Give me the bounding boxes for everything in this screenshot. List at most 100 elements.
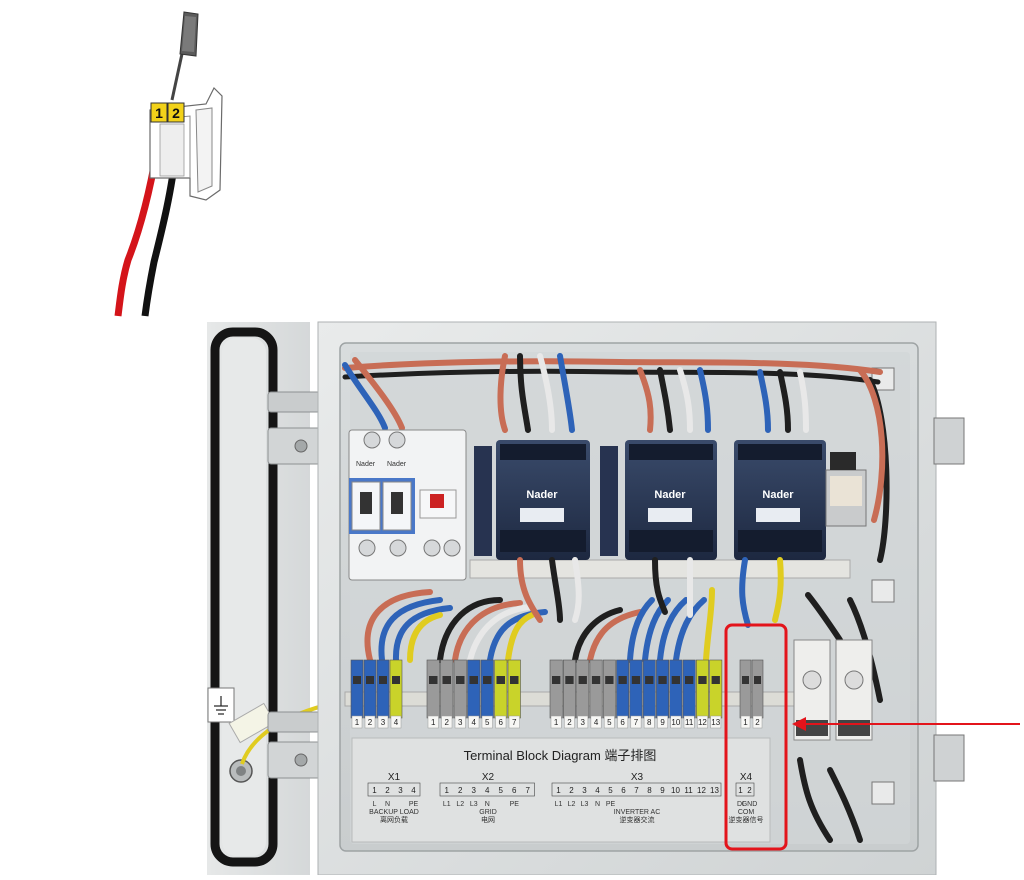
terminal-number: 13 (711, 718, 720, 727)
diagram-number: 2 (747, 786, 752, 795)
terminal-screw (429, 676, 438, 684)
terminal-block (549, 659, 563, 719)
terminal-block (562, 659, 576, 719)
diagram-number: 4 (411, 786, 416, 795)
diagram-block-name: COM (738, 809, 755, 816)
diagram-sub-label: PE (606, 801, 616, 808)
diagram-sub-label: GND (742, 801, 758, 808)
terminal-number: 10 (671, 718, 680, 727)
terminal-screw (552, 676, 561, 684)
diagram-number: 8 (647, 786, 652, 795)
diagram-number: 4 (485, 786, 490, 795)
diagram-number: 5 (499, 786, 504, 795)
diagram-number: 2 (458, 786, 463, 795)
terminal-number-tag (390, 715, 402, 729)
contactor-brand-2: Nader (654, 489, 686, 501)
red-wire (114, 149, 161, 317)
breaker-brand-1: Nader (356, 461, 376, 468)
terminal-number: 11 (685, 718, 694, 727)
diagram-sub-label: N (595, 801, 600, 808)
hinges (267, 391, 333, 779)
terminal-screw (392, 676, 400, 684)
terminal-screw (483, 676, 492, 684)
terminal-number-tag (670, 715, 682, 729)
terminal-number-tag (740, 715, 751, 729)
diagram-block-id: X4 (740, 772, 753, 783)
terminal-number: 2 (445, 718, 450, 727)
diagram-block-id: X3 (631, 772, 644, 783)
terminal-number-tag (427, 715, 439, 729)
terminal-block (440, 659, 454, 719)
terminal-screw (510, 676, 519, 684)
terminal-number: 2 (567, 718, 572, 727)
terminal-number-tag (441, 715, 453, 729)
contactor-2: Nader (625, 440, 717, 560)
diagram-sub-label: N (385, 801, 390, 808)
diagram-block-name-cn: 逆变器交流 (620, 815, 655, 824)
terminal-number-tag (577, 715, 589, 729)
terminal-number: 3 (581, 718, 586, 727)
terminal-connector-illustration: 1 2 (114, 11, 223, 317)
diagram-block-name-cn: 离网负载 (380, 815, 408, 824)
diagram-sub-label: PE (409, 801, 419, 808)
terminal-screw (456, 676, 465, 684)
terminal-screw (366, 676, 374, 684)
pin-label-2 (167, 102, 185, 123)
terminal-number: 12 (698, 718, 707, 727)
diagram-block-name: BACKUP LOAD (369, 809, 419, 816)
contactor-brand-3: Nader (762, 489, 794, 501)
terminal-block (602, 659, 616, 719)
terminal-block (589, 659, 603, 719)
terminal-screw (631, 676, 641, 684)
terminal-screw (685, 676, 694, 684)
diagram-block-name-cn: 逆变器信号 (729, 815, 764, 824)
cabinet-door (207, 322, 351, 875)
circuit-breakers: Nader Nader (348, 429, 467, 581)
terminal-screw (469, 676, 478, 684)
terminal-number-tag (364, 715, 376, 729)
diagram-number: 7 (634, 786, 639, 795)
diagram-sub-label: L3 (581, 801, 589, 808)
terminal-screw (379, 676, 387, 684)
terminal-number-tag (481, 715, 493, 729)
terminal-block (616, 659, 630, 719)
terminal-screw (742, 676, 749, 684)
terminal-number: 1 (431, 718, 436, 727)
diagram-block-name: INVERTER AC (614, 809, 661, 816)
terminal-number-tag (752, 715, 763, 729)
terminal-block (350, 659, 364, 719)
diagram-sub-label: L2 (456, 801, 464, 808)
terminal-number: 3 (381, 718, 386, 727)
black-wire (141, 149, 180, 317)
highlight-box (724, 623, 788, 851)
diagram-block-id: X1 (388, 772, 401, 783)
cable-bundle-top (342, 353, 890, 563)
diagram-number: 4 (595, 786, 600, 795)
diagram-number-row (551, 782, 722, 797)
terminal-block (363, 659, 377, 719)
diagram-number: 2 (385, 786, 390, 795)
diagram-title: Terminal Block Diagram 端子排图 (464, 748, 657, 763)
terminal-number-tag (468, 715, 480, 729)
diagram-block-name-cn: 电网 (481, 815, 495, 824)
diagram-number: 3 (472, 786, 477, 795)
diagram-block-name: GRID (479, 809, 497, 816)
terminal-screw (618, 676, 627, 684)
terminal-block (426, 659, 440, 719)
terminal-number-tag (454, 715, 466, 729)
diagram-number: 3 (582, 786, 587, 795)
terminal-number: 1 (554, 718, 559, 727)
terminal-block (751, 659, 764, 719)
contactor-1: Nader (496, 440, 590, 560)
terminal-block (682, 659, 696, 719)
terminal-screw (698, 676, 707, 684)
terminal-number: 2 (368, 718, 373, 727)
diagram-number: 7 (526, 786, 531, 795)
diagram-sub-label: DI (737, 801, 744, 808)
terminal-block (453, 659, 467, 719)
diagram-number: 2 (569, 786, 574, 795)
diagram-number: 13 (710, 786, 719, 795)
terminal-screw (645, 676, 654, 684)
